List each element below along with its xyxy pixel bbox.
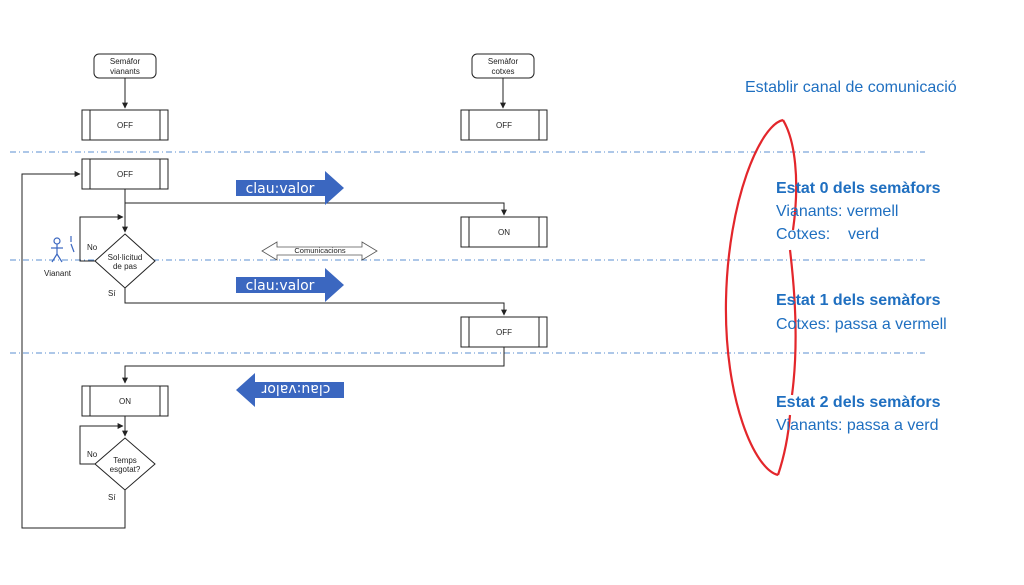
pedestrian-light-label-2: vianants bbox=[110, 67, 140, 76]
message-label-mirrored: clau:valor bbox=[261, 381, 330, 397]
message-arrow-1: clau:valor bbox=[236, 171, 344, 205]
timeout-decision: Temps esgotat? bbox=[94, 437, 156, 491]
car-light-label-1: Semàfor bbox=[488, 57, 519, 66]
state-label: OFF bbox=[117, 121, 133, 130]
state-label: OFF bbox=[496, 328, 512, 337]
state1-line-1: Cotxes: passa a vermell bbox=[776, 316, 947, 333]
yes-label: Sí bbox=[108, 289, 116, 298]
state0-heading: Estat 0 dels semàfors bbox=[776, 180, 941, 197]
state-label: OFF bbox=[496, 121, 512, 130]
communications-arrow: Comunicacions bbox=[261, 241, 378, 261]
car-off-state-1: OFF bbox=[460, 109, 548, 141]
connector bbox=[79, 423, 124, 465]
panel-title: Establir canal de comunicació bbox=[745, 79, 957, 96]
request-decision-label-1: Sol·licitud bbox=[108, 253, 143, 262]
pedestrian-on-state: ON bbox=[81, 385, 169, 417]
connector bbox=[122, 347, 505, 384]
car-light-label-2: cotxes bbox=[491, 67, 514, 76]
pedestrian-light-node: Semáfor vianants bbox=[93, 53, 157, 79]
message-arrow-2: clau:valor bbox=[236, 268, 344, 302]
state1-heading: Estat 1 dels semàfors bbox=[776, 292, 941, 309]
connector bbox=[124, 288, 507, 316]
message-label: clau:valor bbox=[246, 278, 315, 294]
request-decision-label-2: de pas bbox=[113, 262, 137, 271]
pedestrian-actor-icon bbox=[51, 236, 75, 263]
car-off-state-2: OFF bbox=[460, 316, 548, 348]
timeout-decision-label-2: esgotat? bbox=[110, 465, 141, 474]
state2-heading: Estat 2 dels semàfors bbox=[776, 394, 941, 411]
message-label: clau:valor bbox=[246, 181, 315, 197]
state0-line-2: Cotxes: verd bbox=[776, 226, 879, 243]
pedestrian-light-label-1: Semáfor bbox=[110, 57, 141, 66]
request-decision: Sol·licitud de pas bbox=[94, 233, 156, 289]
connector bbox=[125, 202, 507, 216]
state0-line-1: Vianants: vermell bbox=[776, 203, 898, 220]
actor-label: Vianant bbox=[44, 269, 72, 278]
state-label: ON bbox=[119, 397, 131, 406]
no-label: No bbox=[87, 243, 98, 252]
state2-line-1: Vianants: passa a verd bbox=[776, 417, 938, 434]
connector bbox=[21, 171, 126, 529]
state-ellipse bbox=[724, 118, 798, 477]
timeout-decision-label-1: Temps bbox=[113, 456, 137, 465]
pedestrian-off-state-2: OFF bbox=[81, 158, 169, 190]
message-arrow-3-return: clau:valor bbox=[236, 373, 344, 407]
communications-label: Comunicacions bbox=[294, 246, 346, 255]
car-light-node: Semàfor cotxes bbox=[471, 53, 535, 79]
yes-label: Sí bbox=[108, 493, 116, 502]
car-on-state: ON bbox=[460, 216, 548, 248]
dividers bbox=[10, 151, 925, 354]
no-label: No bbox=[87, 450, 98, 459]
state-label: OFF bbox=[117, 170, 133, 179]
connector bbox=[79, 214, 124, 262]
state-label: ON bbox=[498, 228, 510, 237]
pedestrian-off-state-1: OFF bbox=[81, 109, 169, 141]
